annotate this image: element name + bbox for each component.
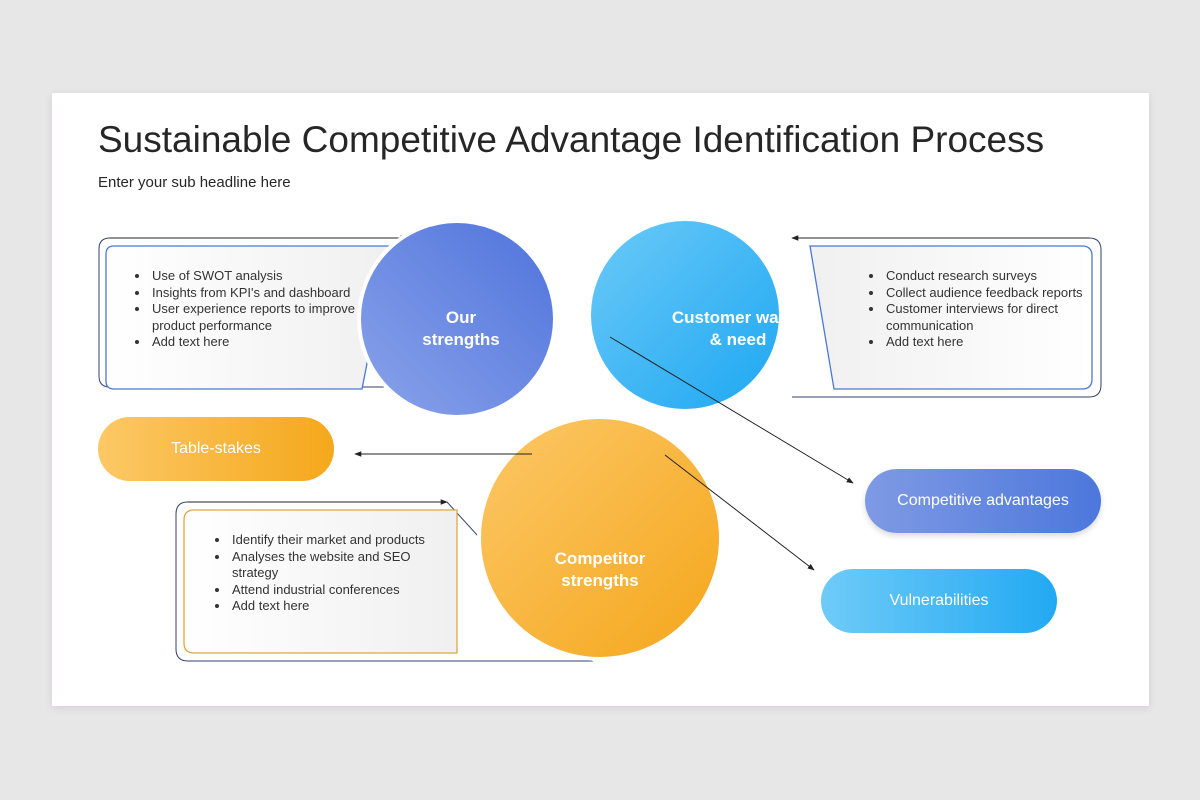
list-item: Conduct research surveys [884,268,1104,285]
list-item: Use of SWOT analysis [150,268,370,285]
strengths-list: Use of SWOT analysis Insights from KPI's… [124,268,370,351]
list-item: Attend industrial conferences [230,582,445,599]
list-item: Add text here [150,334,370,351]
slide: Sustainable Competitive Advantage Identi… [52,93,1149,706]
vulnerabilities-pill: Vulnerabilities [821,569,1057,633]
competitive-advantages-pill: Competitive advantages [865,469,1101,533]
page-title: Sustainable Competitive Advantage Identi… [98,119,1045,160]
list-item: Identify their market and products [230,532,445,549]
list-item: Analyses the website and SEO strategy [230,549,445,582]
page-subtitle: Enter your sub headline here [98,174,291,191]
venn-diagram [98,217,1102,662]
list-item: Collect audience feedback reports [884,285,1104,302]
strengths-info-box [98,235,408,390]
list-item: Customer interviews for direct communica… [884,301,1104,334]
list-item: Insights from KPI's and dashboard [150,285,370,302]
table-stakes-pill: Table-stakes [98,417,334,481]
customer-list: Conduct research surveys Collect audienc… [858,268,1104,351]
our-strengths-label: Our strengths [422,308,500,349]
customer-info-box [791,235,1102,398]
arrow-to-vulnerabilities [664,454,815,571]
competitor-list: Identify their market and products Analy… [204,532,445,615]
competitor-strengths-label: Competitor strengths [554,549,646,590]
customer-wants-label: Customer wants & need [671,308,805,349]
arrow-to-competitive-advantages [609,336,854,484]
list-item: Add text here [230,598,445,615]
competitor-info-box [175,499,594,662]
list-item: User experience reports to improve produ… [150,301,370,334]
list-item: Add text here [884,334,1104,351]
